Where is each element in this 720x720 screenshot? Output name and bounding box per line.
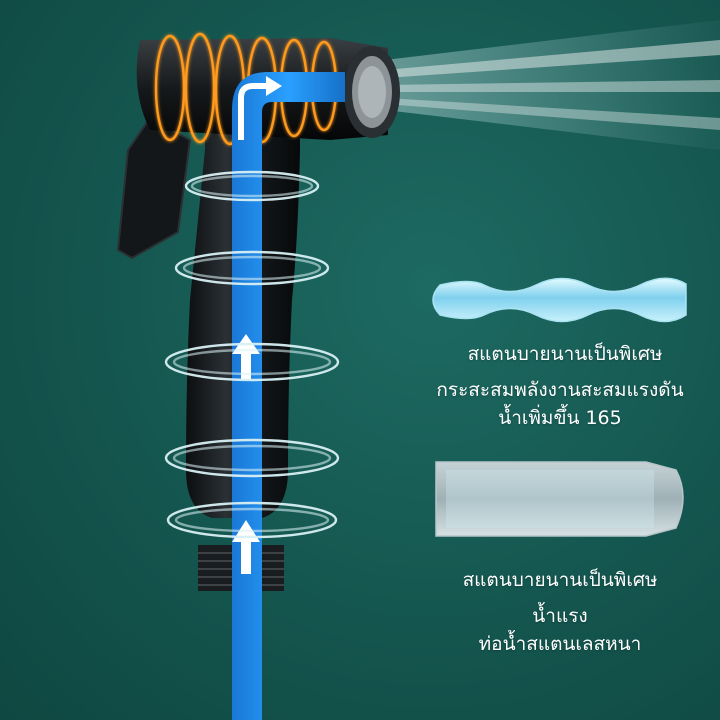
- feature-1-description-line-1: กระสะสมพลังงานสะสมแรงดัน: [436, 379, 684, 401]
- trigger-lever: [116, 116, 192, 260]
- straight-tube-icon: [435, 461, 684, 537]
- pressure-rings: [164, 170, 340, 539]
- feature-2-description: น้ำแรง ท่อน้ำสแตนเลสหนา: [420, 602, 700, 658]
- feature-1-title: สแตนบายนานเป็นพิเศษ: [467, 343, 663, 365]
- water-channel: [232, 72, 345, 720]
- wavy-tube-icon: [432, 277, 687, 323]
- feature-2-description-line-1: น้ำแรง: [532, 605, 588, 627]
- corner-arrow-icon: [238, 76, 282, 140]
- water-spray: [385, 20, 720, 150]
- feature-1-description: กระสะสมพลังงานสะสมแรงดัน น้ำเพิ่มขึ้น 16…: [410, 376, 710, 432]
- feature-1-description-line-2: น้ำเพิ่มขึ้น 165: [498, 407, 622, 429]
- feature-2-description-line-2: ท่อน้ำสแตนเลสหนา: [478, 633, 642, 655]
- feature-2-title: สแตนบายนานเป็นพิเศษ: [462, 569, 658, 591]
